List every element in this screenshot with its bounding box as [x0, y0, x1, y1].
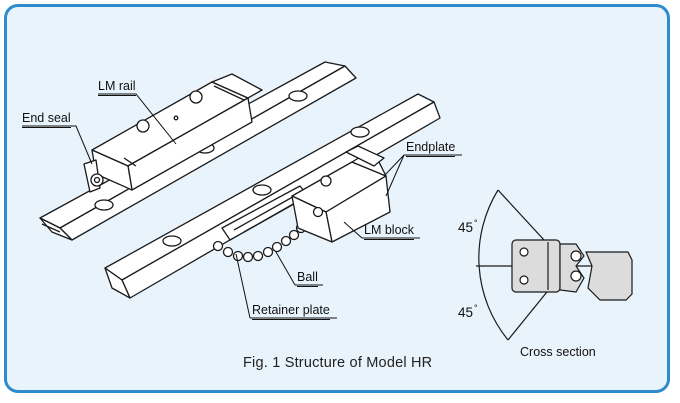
cross-section-label: Cross section [520, 345, 596, 359]
end-seal-label: End seal [22, 112, 71, 128]
upper-lm-block [91, 73, 263, 191]
lower-block-holes [312, 175, 332, 218]
upper-block-holes [136, 90, 203, 133]
cross-section-figure [476, 189, 633, 341]
retainer-plate-label: Retainer plate [252, 304, 330, 320]
lower-lm-block [291, 145, 391, 243]
retainer-plate [221, 185, 309, 241]
ball-chain [212, 222, 307, 263]
upper-angle-label: 45° [458, 218, 478, 235]
leader-lines [22, 93, 462, 319]
lm-rail-label: LM rail [98, 80, 136, 96]
lm-block-label: LM block [364, 224, 415, 240]
lower-rail-holes [162, 126, 370, 247]
endplate-label: Endplate [406, 141, 456, 157]
ball-label: Ball [297, 271, 318, 287]
lower-angle-label: 45° [458, 303, 478, 320]
figure-caption: Fig. 1 Structure of Model HR [243, 355, 433, 371]
end-seal-part [83, 159, 104, 193]
